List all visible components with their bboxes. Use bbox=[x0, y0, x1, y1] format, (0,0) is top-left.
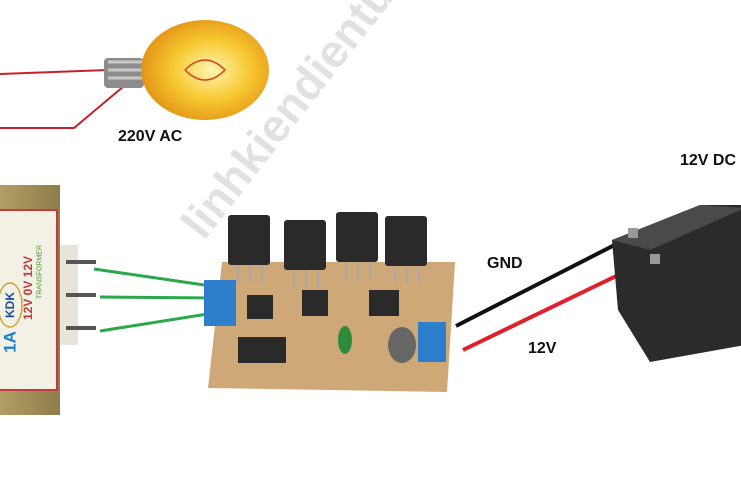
battery-wires bbox=[455, 230, 642, 352]
ac-output-label: 220V AC bbox=[118, 128, 183, 145]
positive-label: 12V bbox=[528, 340, 557, 357]
battery bbox=[612, 205, 741, 362]
light-bulb bbox=[104, 20, 269, 120]
transformer-taps: 12V 0V 12V bbox=[21, 255, 35, 321]
transformer-brand: KDK bbox=[3, 292, 17, 318]
transformer bbox=[0, 185, 96, 415]
gnd-label: GND bbox=[487, 255, 523, 272]
transformer-rating: 1A bbox=[0, 331, 20, 353]
transformer-type: TRANSFORMER bbox=[36, 244, 44, 300]
transformer-wires bbox=[93, 267, 219, 333]
ac-wires bbox=[0, 69, 125, 129]
inverter-pcb bbox=[204, 212, 455, 392]
dc-input-label: 12V DC bbox=[680, 152, 737, 169]
